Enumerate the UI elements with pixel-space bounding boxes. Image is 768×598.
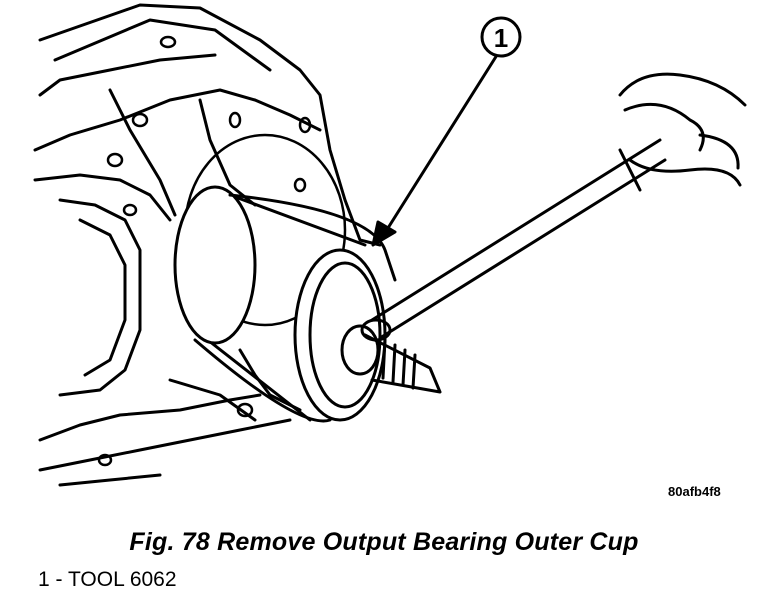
- legend-item: 1 - TOOL 6062: [38, 568, 177, 591]
- callout-arrow: [371, 53, 499, 247]
- transmission-case-drawing: [33, 3, 382, 487]
- tool-cylinder: [173, 185, 397, 423]
- callout-number: 1: [494, 23, 508, 53]
- wrench-and-hand: [360, 72, 747, 342]
- callout-1: [480, 16, 522, 58]
- image-code: 80afb4f8: [668, 484, 721, 499]
- technical-illustration: 1: [33, 3, 747, 487]
- bolt-holes: [97, 35, 312, 467]
- figure-caption: Fig. 78 Remove Output Bearing Outer Cup: [129, 528, 639, 556]
